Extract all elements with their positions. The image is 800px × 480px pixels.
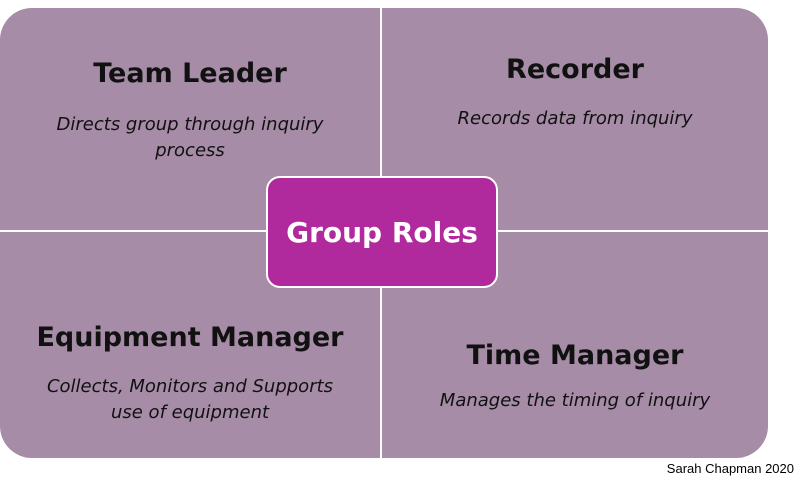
center-label: Group Roles — [286, 215, 478, 249]
role-title-equipment-manager: Equipment Manager — [36, 322, 344, 353]
center-label-box: Group Roles — [266, 176, 498, 288]
role-description-equipment-manager: Collects, Monitors and Supports use of e… — [46, 376, 334, 423]
author-credit: Sarah Chapman 2020 — [666, 461, 794, 476]
role-title-recorder: Recorder — [506, 54, 644, 85]
role-description-team-leader: Directs group through inquiry process — [56, 114, 324, 161]
quadrant-equipment-manager: Equipment Manager Collects, Monitors and… — [0, 232, 380, 458]
role-title-team-leader: Team Leader — [93, 58, 287, 89]
role-description-recorder: Records data from inquiry — [457, 108, 693, 129]
roles-matrix: Team Leader Directs group through inquir… — [0, 8, 768, 458]
role-description-time-manager: Manages the timing of inquiry — [439, 390, 711, 411]
role-title-time-manager: Time Manager — [466, 340, 684, 371]
